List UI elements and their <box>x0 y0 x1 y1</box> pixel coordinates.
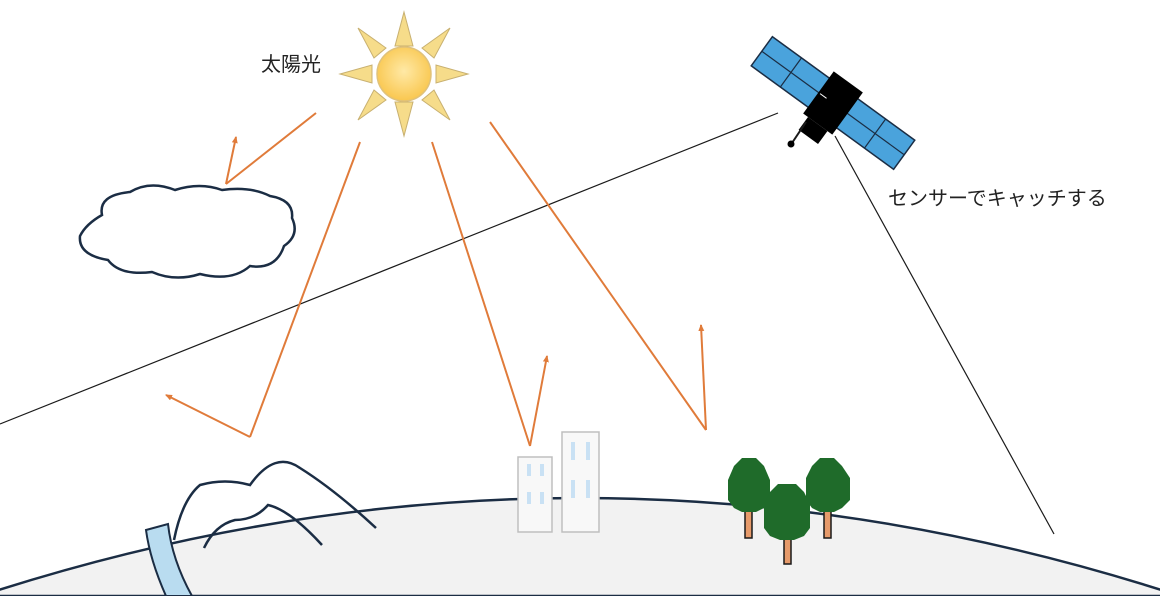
ray-cloud-reflection <box>225 136 238 185</box>
sunlight-label: 太陽光 <box>261 52 321 76</box>
ray-mountain-reflection <box>165 394 251 438</box>
mountain-icon <box>172 460 377 549</box>
ray-to-cloud <box>225 112 317 185</box>
ray-to-building <box>431 141 531 447</box>
river-icon <box>144 522 194 596</box>
cloud-icon <box>78 184 296 279</box>
ray-trees-reflection <box>698 324 707 431</box>
sensor-view-line-left <box>0 112 779 425</box>
building-icon <box>517 431 600 533</box>
ray-to-mountain <box>249 141 361 438</box>
sensor-view-line-right <box>834 135 1055 535</box>
satellite-icon <box>750 35 916 171</box>
sensor-caption: センサーでキャッチする <box>888 186 1107 210</box>
sun-icon <box>338 10 470 138</box>
ray-to-trees <box>489 121 707 431</box>
ray-building-reflection <box>529 355 549 447</box>
tree-icon <box>728 458 850 565</box>
